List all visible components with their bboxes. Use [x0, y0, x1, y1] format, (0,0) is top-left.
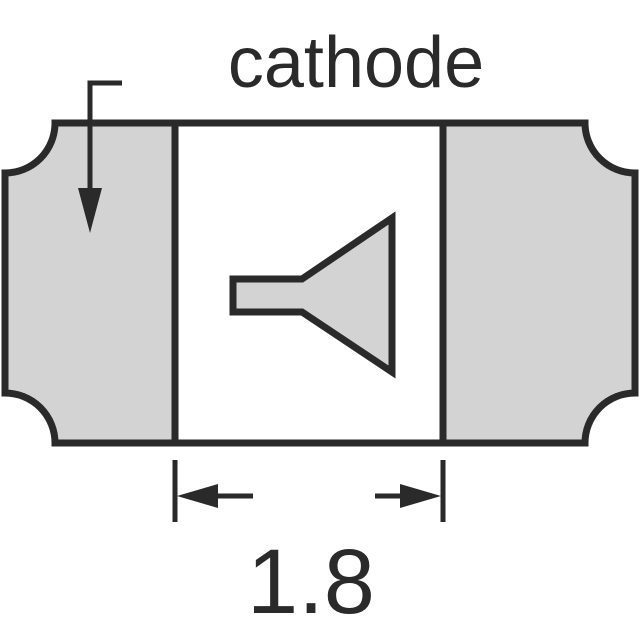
cathode-label: cathode — [228, 23, 484, 103]
right-terminal — [439, 119, 639, 447]
dimension-arrowhead-left — [177, 484, 218, 508]
dimension-arrowhead-right — [400, 484, 441, 508]
dimension-label: 1.8 — [247, 531, 375, 633]
polarity-symbol — [229, 211, 396, 379]
dimension-line — [172, 460, 446, 522]
cathode-pointer-arrow — [78, 80, 122, 233]
left-terminal — [1, 119, 179, 447]
